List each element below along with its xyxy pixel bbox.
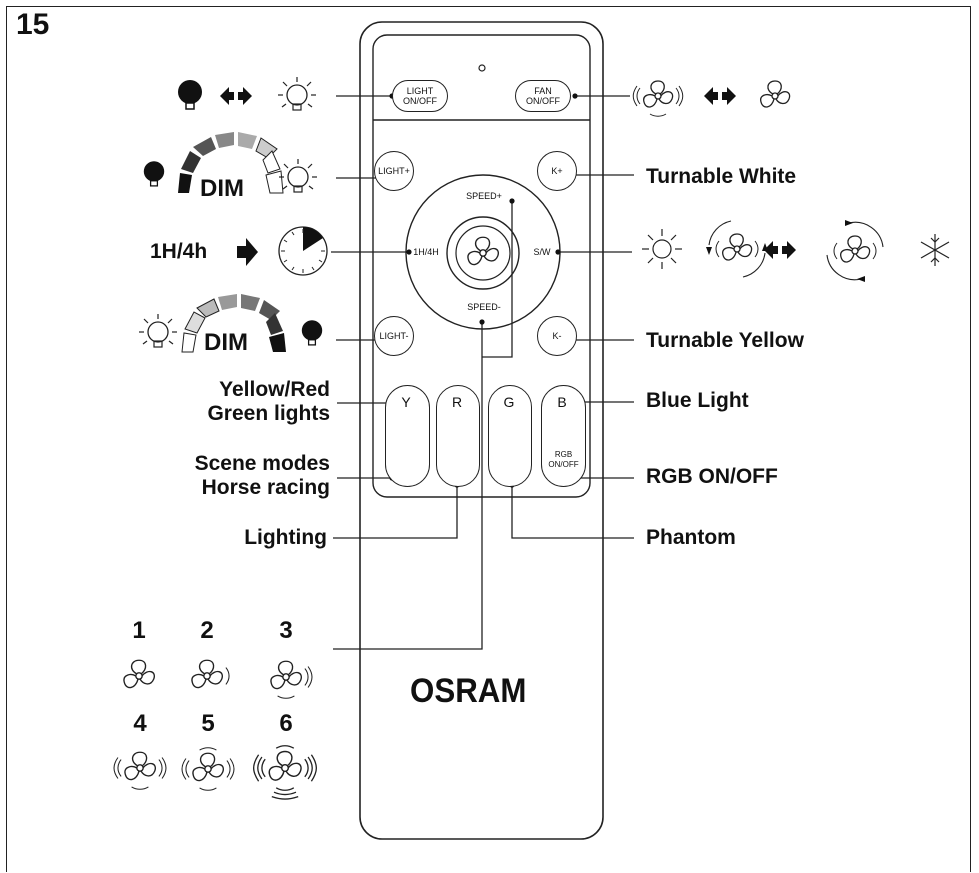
figure-frame [6,6,971,872]
speed-level-2: 2 [200,617,214,644]
light-onoff-button[interactable]: LIGHT ON/OFF [392,80,448,112]
fan-speed-5-icon [181,747,235,791]
g-button-column[interactable] [488,385,532,487]
b-button[interactable]: B [557,394,567,410]
lighting-label: Lighting [244,526,327,549]
y-button-column[interactable] [385,385,430,487]
k-minus-button[interactable]: K- [537,316,577,356]
fan-speed-3-icon [270,660,313,699]
speed-level-6: 6 [279,710,293,737]
rgb-onoff-callout-label: RGB ON/OFF [646,465,778,488]
speed-plus-label[interactable]: SPEED+ [466,191,502,201]
rgb-onoff-button[interactable]: RGB ON/OFF [548,450,579,469]
speed-level-5: 5 [201,710,215,737]
toggle-arrows-icon [764,241,796,259]
toggle-arrows-icon [704,87,736,105]
bulb-on-icon [278,158,318,193]
y-button[interactable]: Y [401,394,411,410]
g-button[interactable]: G [503,394,515,410]
scene-modes-label: Scene modes [194,452,330,475]
bulb-off-icon [301,319,323,346]
brand-logo: OSRAM [410,672,527,710]
dim-up-gauge-icon [178,132,284,194]
toggle-arrows-icon [220,87,252,105]
r-button[interactable]: R [451,394,463,410]
speed-minus-label[interactable]: SPEED- [467,302,501,312]
timer-label[interactable]: 1H/4H [413,247,439,257]
yellow-red-label: Yellow/Red [219,378,330,401]
figure-number: 15 [16,8,50,41]
bulb-off-icon [143,160,165,187]
fan-speed-4-icon [113,751,167,790]
timer-callout-label: 1H/4h [150,240,208,263]
turnable-yellow-label: Turnable Yellow [646,329,804,352]
speed-level-1: 1 [132,617,146,644]
fan-speed-6-icon [252,745,318,800]
green-lights-label: Green lights [207,402,330,425]
speed-level-4: 4 [133,710,147,737]
light-minus-button[interactable]: LIGHT- [374,316,414,356]
turnable-white-label: Turnable White [646,165,797,188]
bulb-on-icon [138,313,178,348]
dim-down-gauge-icon [181,294,286,353]
fan-still-icon [760,80,791,108]
clock-icon [278,226,328,276]
horse-racing-label: Horse racing [201,476,330,499]
fan-reverse-icon [706,220,768,278]
snowflake-icon [920,234,950,266]
blue-light-label: Blue Light [646,389,749,412]
sw-label[interactable]: S/W [533,247,551,257]
bulb-on-icon [277,76,317,111]
fan-speed-1-icon [123,659,156,689]
bulb-off-icon [177,79,203,110]
fan-spinning-icon [632,80,684,117]
indicator-led [478,64,486,72]
k-plus-button[interactable]: K+ [537,151,577,191]
light-plus-button[interactable]: LIGHT+ [374,151,414,191]
dim-up-label: DIM [200,175,244,202]
fan-onoff-button[interactable]: FAN ON/OFF [515,80,571,112]
speed-level-3: 3 [279,617,293,644]
arrow-right-icon [246,238,258,266]
r-button-column[interactable] [436,385,480,487]
phantom-label: Phantom [646,526,736,549]
sun-icon [642,229,682,269]
dim-down-label: DIM [204,329,248,356]
fan-forward-icon [826,220,884,282]
leader-lines [331,95,634,650]
b-button-column[interactable] [541,385,586,487]
fan-speed-2-icon [191,659,224,689]
